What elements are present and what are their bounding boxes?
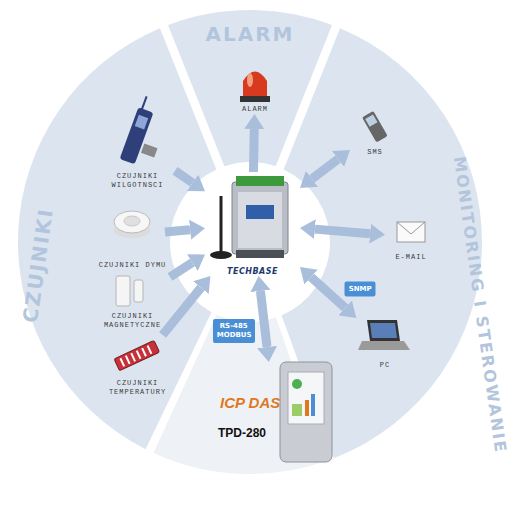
panel-indicator — [292, 379, 302, 389]
controller-node: TECHBASE — [205, 172, 300, 276]
sensor-strip — [114, 340, 159, 370]
envelope-icon — [397, 222, 425, 242]
humidity-sensor-icon — [120, 95, 173, 170]
node-label: CZUJNIKI DYMU — [96, 261, 169, 270]
controller-body — [232, 182, 288, 254]
node-label: ICP DAS — [220, 394, 280, 411]
sector-shape — [18, 10, 482, 474]
node-label: TPD-280 — [218, 426, 266, 440]
laptop-lid — [367, 320, 400, 341]
controller-front — [238, 192, 282, 248]
panel-body — [280, 362, 332, 462]
sensor-node: CZUJNIKI MAGNETYCZNE — [95, 272, 170, 330]
controller-badge — [246, 205, 274, 219]
sector-band: MONITORING I STEROWANIESMSE-MAILPC — [18, 10, 482, 474]
node-label: TECHBASE — [205, 267, 300, 276]
panel-bar — [292, 404, 302, 416]
sensor-node: CZUJNIKI DYMU — [100, 200, 165, 270]
node-label: CZUJNIKI MAGNETYCZNE — [91, 312, 174, 330]
sector-heading: CZUJNIKI — [18, 206, 58, 324]
protocol-tag: SNMP — [345, 281, 376, 296]
sensor-screen — [135, 115, 149, 130]
channel-node: E-MAIL — [385, 212, 437, 262]
sector-wedge — [168, 10, 332, 166]
node-label: E-MAIL — [381, 253, 441, 262]
detector-top — [114, 211, 150, 233]
magnet-body — [134, 280, 143, 302]
flow-arrow — [249, 129, 259, 172]
alarm-dome — [243, 72, 267, 98]
alarm-light-icon — [240, 72, 270, 103]
flow-arrow — [163, 288, 201, 335]
node-label: ALARM — [221, 105, 289, 114]
alarm-glare — [247, 73, 253, 87]
node-label: SMS — [346, 148, 404, 157]
panel-screen — [288, 372, 324, 424]
envelope-body — [397, 222, 425, 242]
detector-base — [114, 222, 150, 238]
antenna-rod — [220, 196, 223, 252]
alarm-node: ALARM — [225, 62, 285, 114]
terminal-block — [236, 250, 284, 258]
phone-icon — [362, 111, 388, 143]
node-label: CZUJNIKI TEMPERATURY — [96, 379, 179, 397]
sector-shape — [18, 10, 482, 474]
magnet-body — [116, 276, 130, 306]
flow-arrow — [170, 263, 192, 277]
node-label: CZUJNIKI WILGOTNSCI — [96, 172, 179, 190]
bottom-sector — [153, 315, 325, 474]
envelope-flap — [397, 222, 425, 234]
laptop-screen — [370, 323, 397, 338]
flow-arrow — [315, 229, 370, 234]
sensor-node: CZUJNIKI TEMPERATURY — [100, 335, 175, 397]
flow-arrow — [260, 291, 267, 347]
sector-heading: ALARM — [205, 22, 294, 46]
sensor-antenna — [142, 96, 147, 110]
sensor-plug — [141, 143, 158, 157]
smoke-sensor-icon — [114, 211, 150, 238]
sector-wedge — [282, 28, 482, 458]
channel-node: PC — [355, 318, 415, 370]
sensor-body — [120, 107, 154, 164]
phone-screen — [365, 114, 377, 126]
flow-arrow — [165, 230, 190, 232]
protocol-tag: RS-485 MODBUS — [213, 319, 255, 343]
panel-node: ICP DAS TPD-280 — [215, 362, 335, 467]
controller-icon — [210, 176, 288, 259]
touch-panel-icon — [280, 362, 332, 462]
flow-arrow — [175, 171, 193, 183]
laptop-icon — [358, 320, 410, 350]
sector-heading: MONITORING I STEROWANIE — [450, 155, 511, 455]
node-label: PC — [351, 361, 419, 370]
panel-bar — [311, 394, 315, 416]
magnetic-sensor-icon — [116, 276, 143, 306]
sector-shape — [18, 10, 482, 474]
panel-bar — [305, 400, 309, 416]
strip-marks — [120, 346, 151, 367]
laptop-base — [358, 341, 410, 350]
detector-center — [124, 216, 140, 226]
sector-band: CZUJNIKI CZUJNIKI WILGOTNSCI CZUJNIKI DYMU… — [18, 10, 482, 474]
phone-body — [362, 111, 388, 143]
terminal-block — [236, 176, 284, 186]
flow-arrow — [311, 277, 345, 308]
antenna-base — [210, 251, 232, 259]
sector-band: ALARMALARM — [18, 10, 482, 474]
flow-arrow — [312, 159, 338, 179]
alarm-base — [240, 96, 270, 102]
sensor-node: CZUJNIKI WILGOTNSCI — [100, 100, 175, 190]
temperature-sensor-icon — [114, 340, 159, 370]
channel-node: SMS — [350, 105, 400, 157]
sector-wedge — [18, 28, 216, 449]
detector-side — [114, 222, 150, 230]
